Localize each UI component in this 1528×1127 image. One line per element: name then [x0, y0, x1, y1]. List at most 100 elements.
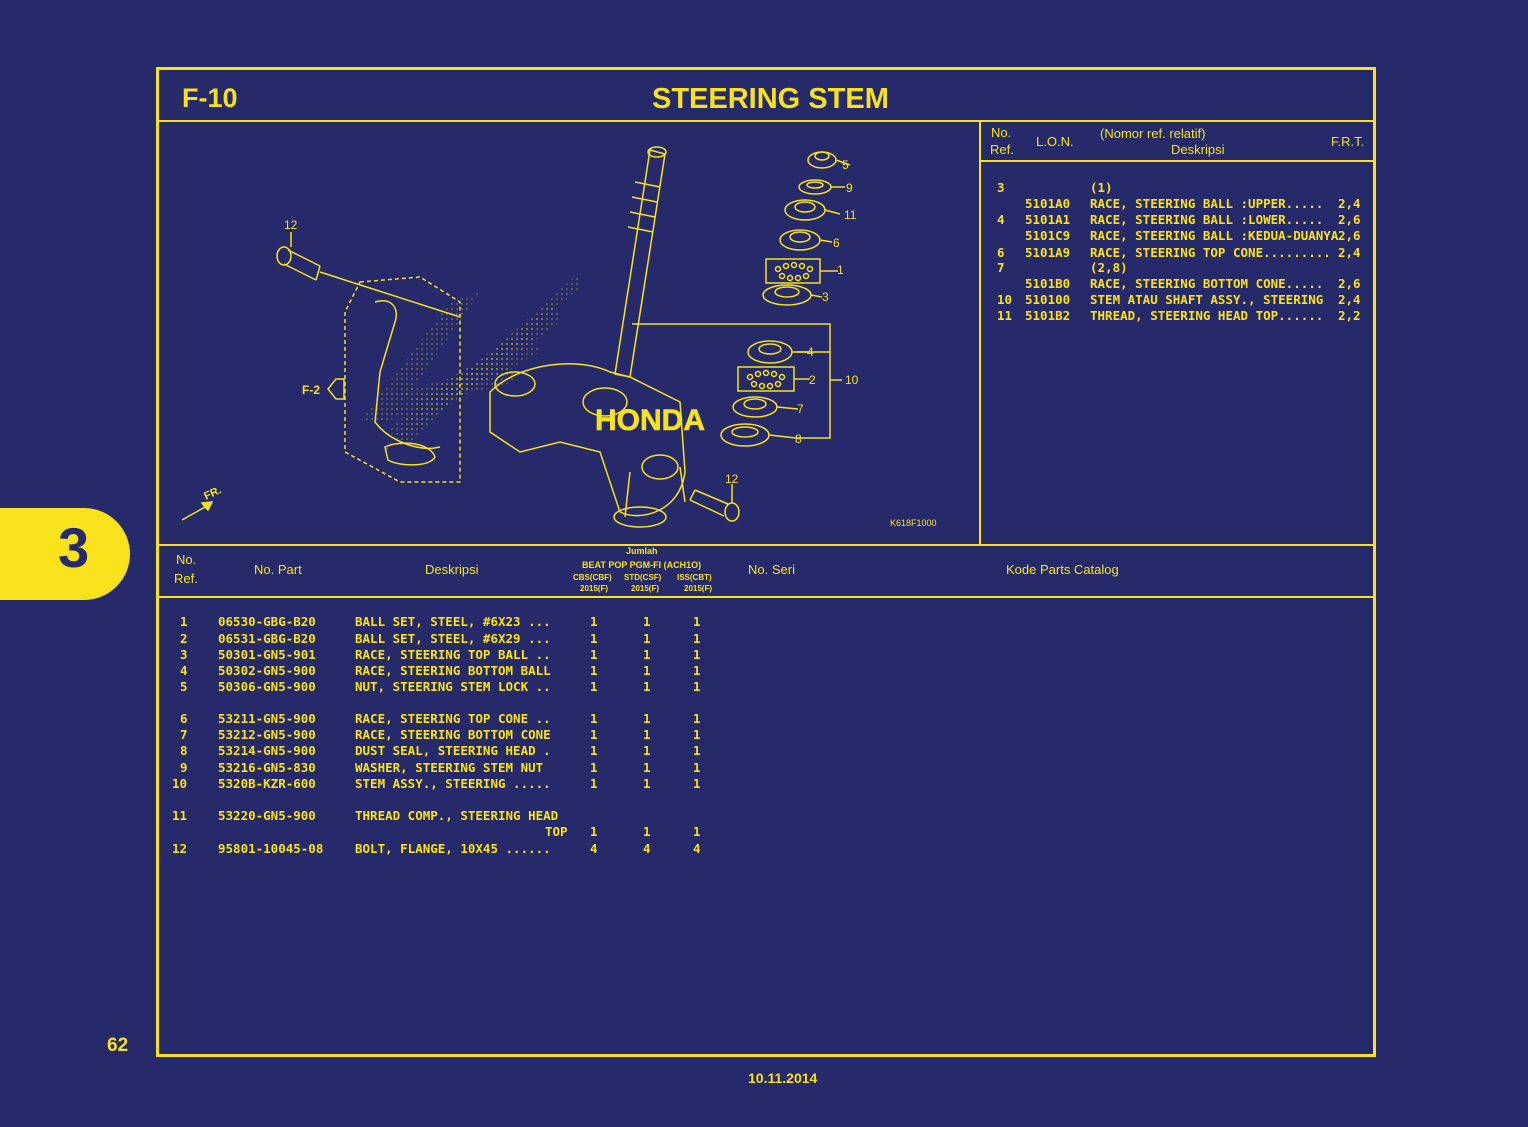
parts-cell-qty: 1: [590, 631, 598, 646]
callout: 4: [807, 345, 814, 359]
parts-cell-qty: 1: [693, 631, 701, 646]
frt-header-lon: L.O.N.: [1036, 134, 1074, 149]
parts-cell-qty: 1: [643, 743, 651, 758]
parts-cell-desc: RACE, STEERING TOP CONE ..: [355, 711, 551, 726]
frt-cell-desc: RACE, STEERING BOTTOM CONE.....: [1090, 276, 1324, 291]
frt-cell-ref: 10: [997, 292, 1013, 307]
parts-cell-qty: 1: [590, 711, 598, 726]
print-date: 10.11.2014: [748, 1070, 818, 1086]
parts-cell-qty: 1: [643, 679, 651, 694]
parts-header-year: 2015(F): [580, 584, 609, 593]
frt-header-desc: Deskripsi: [1171, 142, 1225, 157]
ref-label: F-2: [302, 383, 320, 397]
frt-divider: [979, 122, 981, 544]
parts-cell-qty: 1: [643, 647, 651, 662]
callout: 9: [846, 181, 853, 195]
callout: 6: [833, 236, 840, 250]
parts-cell-desc: RACE, STEERING TOP BALL ..: [355, 647, 551, 662]
frt-header-divider: [981, 160, 1376, 162]
parts-cell-desc: BOLT, FLANGE, 10X45 ......: [355, 841, 551, 856]
parts-cell-qty: 1: [590, 824, 598, 839]
parts-cell-desc: RACE, STEERING BOTTOM CONE: [355, 727, 551, 742]
parts-cell-qty: 1: [643, 614, 651, 629]
callout: 5: [842, 158, 849, 172]
honda-wing-watermark: [360, 272, 580, 452]
frt-cell-desc: RACE, STEERING BALL :UPPER.....: [1090, 196, 1324, 211]
title-divider: [158, 120, 1376, 122]
parts-cell-qty: 1: [643, 663, 651, 678]
frt-cell-desc: RACE, STEERING TOP CONE.........: [1090, 245, 1331, 260]
frt-cell-frt: 2,6: [1338, 212, 1361, 227]
callout: 1: [837, 263, 844, 277]
frt-cell-desc: (2,8): [1090, 260, 1128, 275]
parts-cell-qty: 4: [643, 841, 651, 856]
frt-cell-ref: 6: [997, 245, 1005, 260]
front-label: FR.: [202, 484, 223, 502]
page-number: 62: [107, 1035, 129, 1056]
frt-cell-desc: THREAD, STEERING HEAD TOP......: [1090, 308, 1324, 323]
exploded-diagram: HONDA 5 9 11 6 1 3 4 2 10 7 8 12 12 F-2 …: [181, 146, 937, 528]
drawing-id: K618F1000: [890, 518, 937, 528]
parts-cell-qty: 1: [693, 776, 701, 791]
parts-cell-qty: 1: [693, 614, 701, 629]
frt-cell-ref: 7: [997, 260, 1005, 275]
chapter-tab[interactable]: [0, 508, 130, 600]
parts-cell-part: 50302-GN5-900: [218, 663, 316, 678]
parts-cell-qty: 1: [693, 647, 701, 662]
parts-cell-ref: 4: [180, 663, 188, 678]
parts-cell-qty: 1: [693, 727, 701, 742]
parts-header-model: BEAT POP PGM-FI (ACH1O): [582, 560, 702, 570]
callout: 12: [284, 218, 298, 232]
parts-cell-qty: 4: [693, 841, 701, 856]
parts-cell-qty: 1: [693, 760, 701, 775]
parts-header-variant: CBS(CBF): [573, 573, 612, 582]
parts-header-variant: STD(CSF): [624, 573, 662, 582]
parts-header-ref: Ref.: [174, 571, 198, 586]
parts-cell-ref: 12: [172, 841, 188, 856]
parts-cell-part: 5320B-KZR-600: [218, 776, 316, 791]
parts-cell-ref: 9: [180, 760, 188, 775]
parts-cell-ref: 6: [180, 711, 188, 726]
frt-cell-lon: 5101A1: [1025, 212, 1071, 227]
parts-cell-ref: 1: [180, 614, 188, 629]
parts-header-divider: [158, 596, 1376, 598]
parts-header-jumlah: Jumlah: [626, 546, 658, 556]
frt-cell-ref: 3: [997, 180, 1005, 195]
parts-cell-part: 53212-GN5-900: [218, 727, 316, 742]
parts-cell-part: 50306-GN5-900: [218, 679, 316, 694]
frt-header-nomor: (Nomor ref. relatif): [1100, 126, 1206, 141]
parts-cell-qty: 1: [693, 679, 701, 694]
parts-cell-part: 53214-GN5-900: [218, 743, 316, 758]
parts-header-catalog: Kode Parts Catalog: [1006, 562, 1119, 577]
frt-cell-frt: 2,4: [1338, 196, 1361, 211]
callout: 10: [845, 373, 859, 387]
frt-cell-frt: 2,2: [1338, 308, 1361, 323]
parts-cell-qty: 1: [590, 743, 598, 758]
frt-cell-frt: 2,6: [1338, 276, 1361, 291]
parts-cell-desc: DUST SEAL, STEERING HEAD .: [355, 743, 551, 758]
parts-cell-qty: 1: [590, 647, 598, 662]
parts-cell-desc: RACE, STEERING BOTTOM BALL: [355, 663, 551, 678]
parts-cell-qty: 1: [590, 663, 598, 678]
frt-cell-lon: 510100: [1025, 292, 1071, 307]
parts-cell-part: 53216-GN5-830: [218, 760, 316, 775]
parts-cell-qty: 1: [643, 776, 651, 791]
frt-cell-desc: STEM ATAU SHAFT ASSY., STEERING: [1090, 292, 1324, 307]
parts-cell-qty: 1: [590, 614, 598, 629]
parts-cell-qty: 1: [693, 663, 701, 678]
frt-cell-ref: 11: [997, 308, 1013, 323]
parts-cell-qty: 1: [643, 824, 651, 839]
parts-cell-ref: 11: [172, 808, 188, 823]
parts-cell-part: 50301-GN5-901: [218, 647, 316, 662]
callout: 8: [795, 432, 802, 446]
parts-header-desc: Deskripsi: [425, 562, 479, 577]
ball-set-lower: [746, 369, 786, 390]
parts-cell-ref: 3: [180, 647, 188, 662]
parts-header-part: No. Part: [254, 562, 302, 577]
frt-cell-frt: 2,4: [1338, 245, 1361, 260]
parts-cell-part: 06530-GBG-B20: [218, 614, 316, 629]
parts-cell-qty: 1: [643, 711, 651, 726]
frt-cell-lon: 5101A0: [1025, 196, 1071, 211]
parts-cell-qty: 1: [590, 679, 598, 694]
section-code: F-10: [182, 83, 238, 113]
